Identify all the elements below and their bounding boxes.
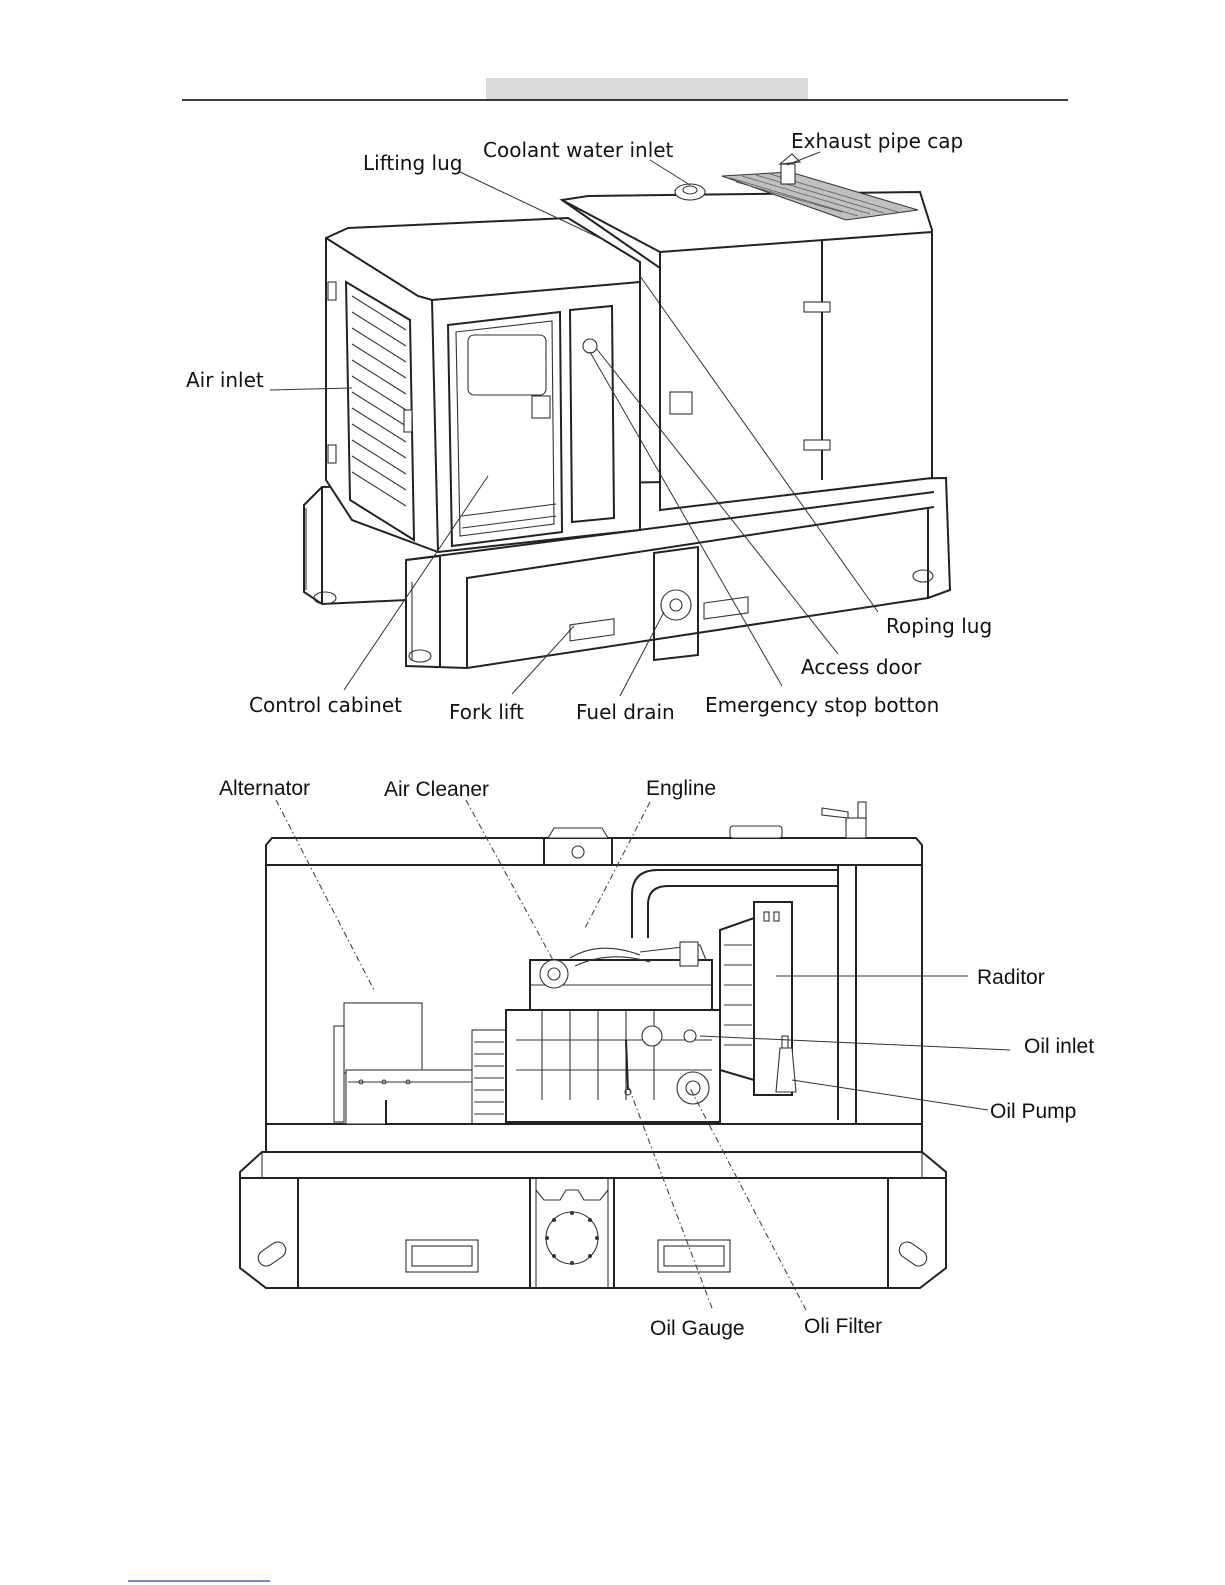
label-radiator: Raditor	[977, 966, 1045, 989]
label-coolant-water-inlet: Coolant water inlet	[483, 138, 674, 162]
label-emergency-stop-button: Emergency stop botton	[705, 693, 939, 717]
generator-section-drawing	[240, 802, 946, 1288]
label-access-door: Access door	[801, 655, 922, 679]
label-oil-pump: Oil Pump	[990, 1100, 1076, 1123]
label-oil-inlet: Oil inlet	[1024, 1035, 1094, 1058]
header-bar	[486, 78, 808, 100]
label-air-inlet: Air inlet	[186, 368, 264, 392]
label-roping-lug: Roping lug	[886, 614, 992, 638]
label-control-cabinet: Control cabinet	[249, 693, 402, 717]
label-alternator: Alternator	[219, 777, 310, 800]
label-oil-gauge: Oil Gauge	[650, 1317, 745, 1340]
label-fuel-drain: Fuel drain	[576, 700, 675, 724]
label-fork-lift: Fork lift	[449, 700, 524, 724]
label-oil-filter: Oli Filter	[804, 1315, 882, 1338]
label-engine: Engline	[646, 777, 716, 800]
label-exhaust-pipe-cap: Exhaust pipe cap	[791, 129, 963, 153]
label-lifting-lug: Lifting lug	[363, 151, 462, 175]
label-air-cleaner: Air Cleaner	[384, 778, 489, 801]
generator-enclosure-drawing	[304, 154, 950, 668]
